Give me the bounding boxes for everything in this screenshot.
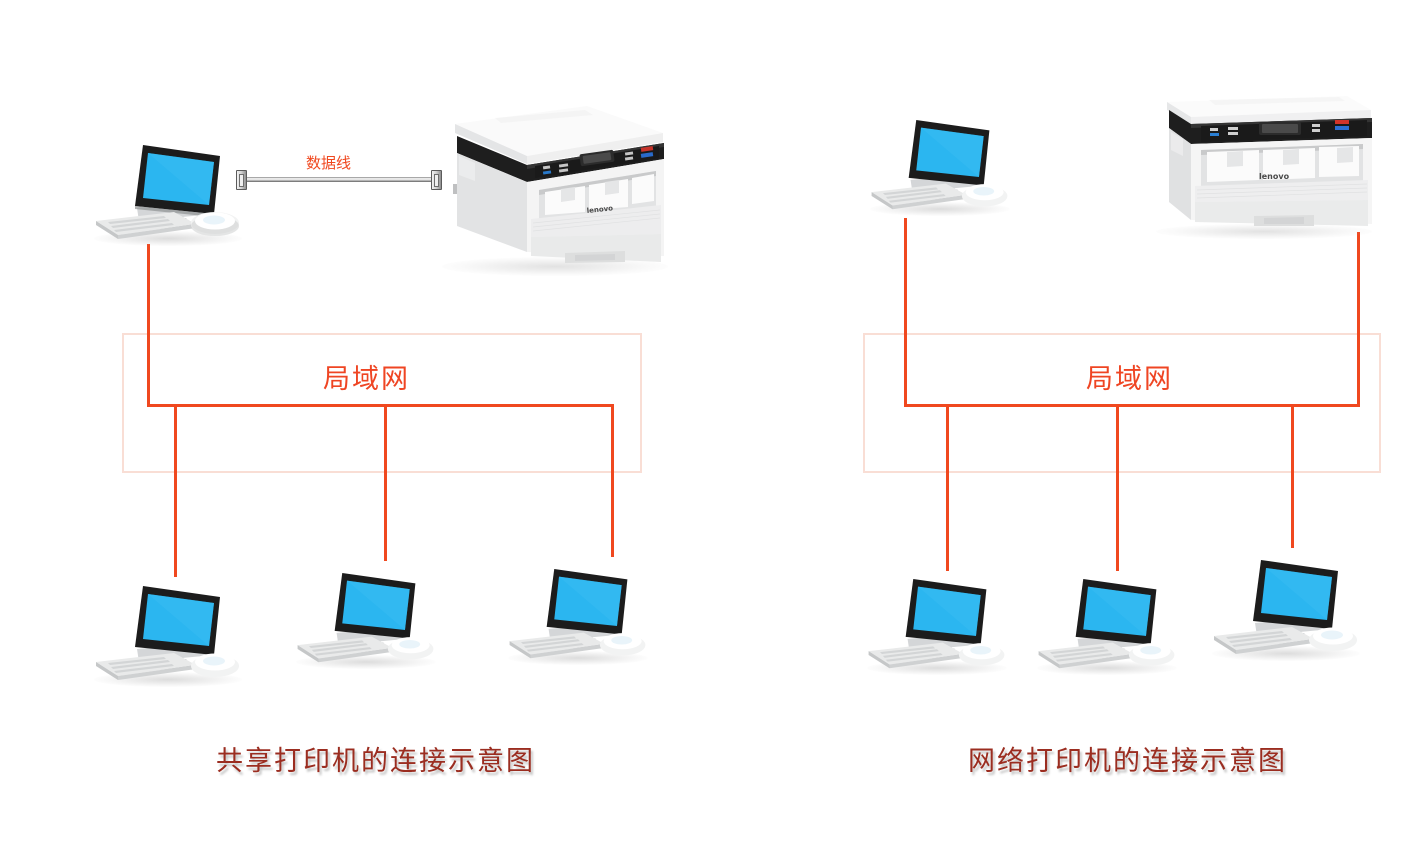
data-cable-wire xyxy=(246,177,432,182)
computer-client-1-left xyxy=(88,563,248,688)
computer-host-right xyxy=(864,98,1016,217)
lan-boundary-box-right xyxy=(863,333,1381,473)
desktop-computer-icon xyxy=(1214,560,1357,654)
desktop-computer-icon xyxy=(96,586,239,680)
desktop-computer-icon xyxy=(871,119,1008,210)
computer-client-2-left xyxy=(290,551,442,670)
wire-host-to-lan-right xyxy=(904,218,907,407)
lan-bus-left xyxy=(147,404,614,407)
data-cable-left xyxy=(236,170,442,190)
data-cable-label: 数据线 xyxy=(306,154,352,172)
lan-label-left: 局域网 xyxy=(323,364,410,395)
caption-shared-printer: 共享打印机的连接示意图 xyxy=(216,746,535,777)
multifunction-printer-icon: lenovo xyxy=(1167,96,1372,226)
printer-shadow xyxy=(1155,223,1373,239)
wire-lan-to-client-3-right xyxy=(1291,404,1294,548)
computer-client-3-left xyxy=(502,547,654,666)
wire-lan-to-client-3-left xyxy=(611,404,614,557)
data-cable-connector-left xyxy=(236,170,247,190)
wire-lan-to-client-1-right xyxy=(946,404,949,571)
caption-network-printer: 网络打印机的连接示意图 xyxy=(968,746,1287,777)
computer-client-2-right xyxy=(1031,557,1183,676)
desktop-computer-icon xyxy=(1038,578,1175,669)
computer-host-left xyxy=(88,122,248,247)
desktop-computer-icon xyxy=(96,145,239,239)
diagram-network-printer: 局域网 xyxy=(709,0,1417,850)
lan-label-right: 局域网 xyxy=(1086,364,1173,395)
computer-client-1-right xyxy=(861,557,1013,676)
wire-printer-to-lan-right xyxy=(1357,232,1360,407)
diagram-shared-printer: 局域网 数据线 xyxy=(88,86,675,777)
printer-brand-label: lenovo xyxy=(586,204,613,215)
desktop-computer-icon xyxy=(509,568,646,659)
desktop-computer-icon xyxy=(868,578,1005,669)
printer-shared-left: lenovo xyxy=(435,86,675,276)
wire-lan-to-client-2-right xyxy=(1116,404,1119,571)
desktop-computer-icon xyxy=(297,572,434,663)
computer-client-3-right xyxy=(1206,537,1366,662)
printer-network-right: lenovo xyxy=(1149,84,1379,239)
wire-lan-to-client-1-left xyxy=(174,404,177,577)
wire-host-to-lan-left xyxy=(147,244,150,407)
lan-bus-right xyxy=(904,404,1360,407)
wire-lan-to-client-2-left xyxy=(384,404,387,561)
printer-brand-label: lenovo xyxy=(1259,172,1290,181)
lan-boundary-box-left xyxy=(122,333,642,473)
data-cable-connector-right xyxy=(431,170,442,190)
multifunction-printer-icon: lenovo xyxy=(453,106,664,263)
